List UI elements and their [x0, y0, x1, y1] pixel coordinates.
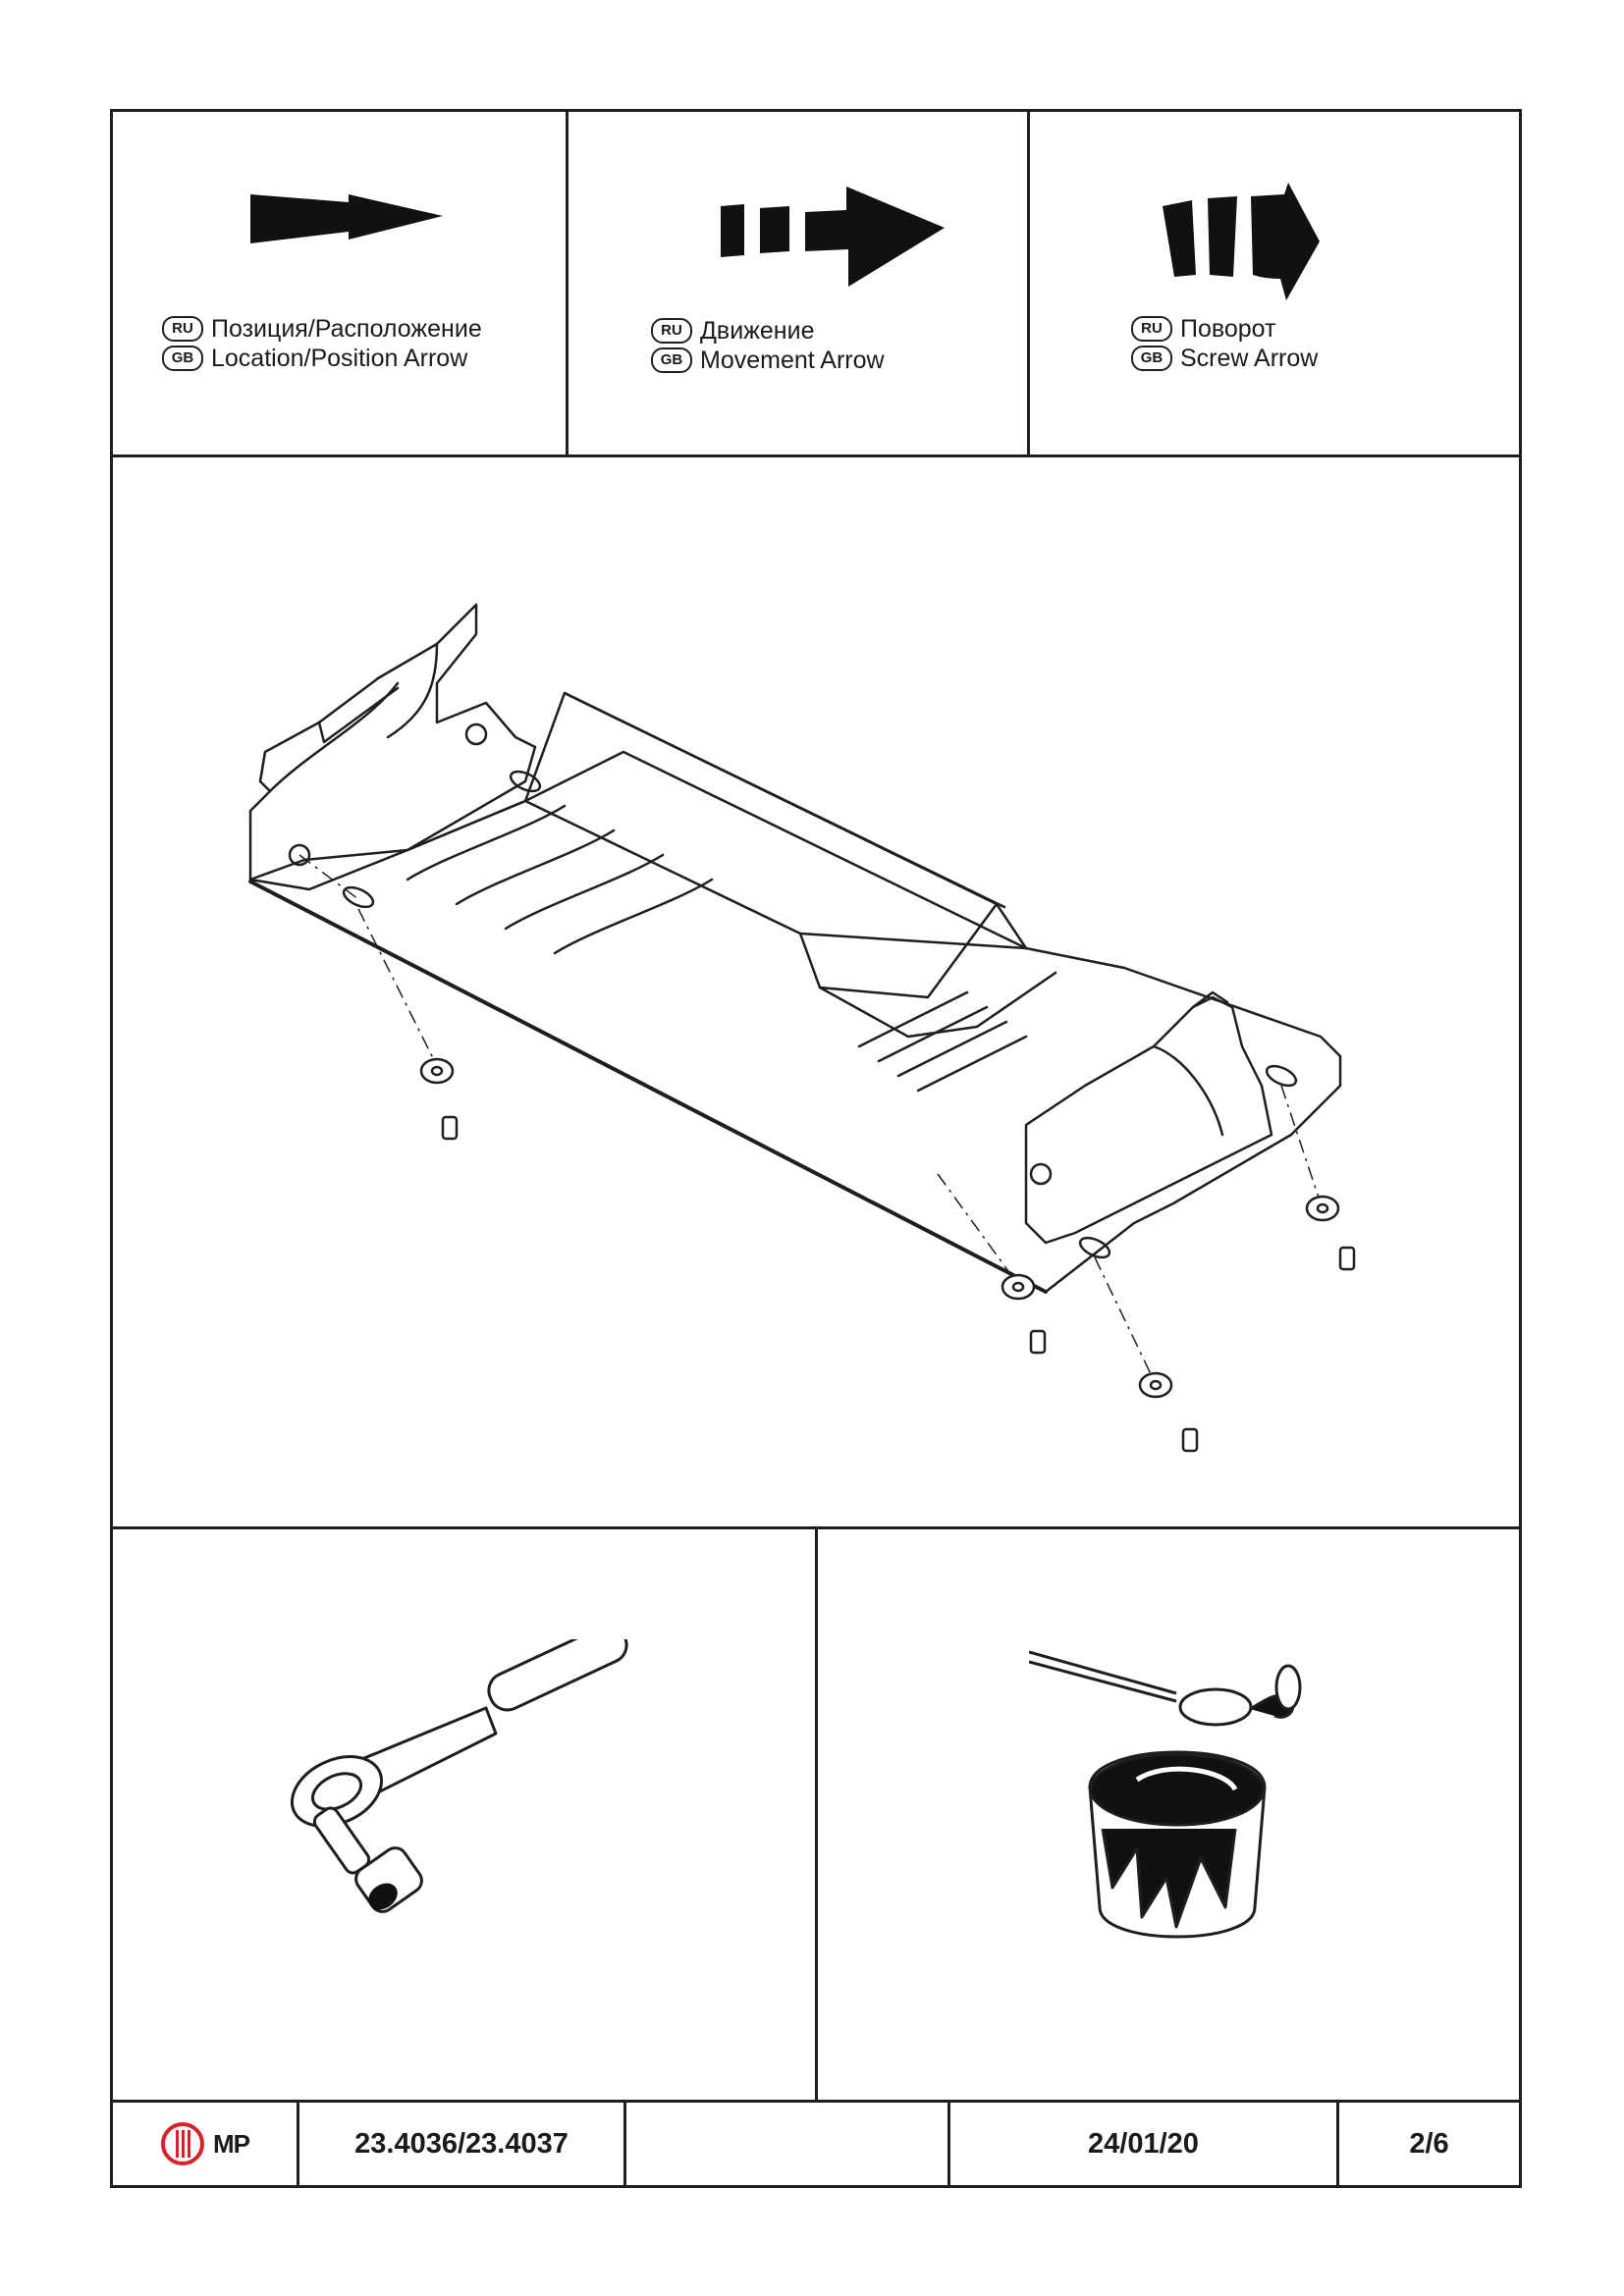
legend-location: RU Позиция/Расположение GB Location/Posi…: [113, 112, 568, 454]
legend-label-gb: Screw Arrow: [1180, 345, 1319, 372]
tool-paint: [818, 1529, 1519, 2100]
legend-label-ru: Поворот: [1180, 315, 1276, 343]
assembly-drawing: [113, 457, 1519, 1529]
lang-badge-ru: RU: [162, 316, 203, 342]
legend-screw: RU Поворот GB Screw Arrow: [1030, 112, 1519, 454]
legend-movement: RU Движение GB Movement Arrow: [568, 112, 1030, 454]
lang-badge-gb: GB: [162, 346, 203, 371]
brand-logo: MP: [113, 2103, 299, 2185]
lang-badge-ru: RU: [651, 318, 692, 344]
part-number: 23.4036/23.4037: [299, 2103, 626, 2185]
tool-ratchet: [113, 1529, 818, 2100]
skid-plate-exploded-diagram: [248, 603, 1356, 1453]
arrow-legend: RU Позиция/Расположение GB Location/Posi…: [113, 112, 1519, 457]
instruction-sheet: RU Позиция/Расположение GB Location/Posi…: [110, 109, 1522, 2188]
ratchet-wrench-icon: [290, 1639, 628, 1913]
lang-badge-ru: RU: [1131, 316, 1172, 342]
location-arrow-icon: [250, 194, 443, 243]
lang-badge-gb: GB: [1131, 346, 1172, 371]
movement-arrow-icon: [721, 187, 945, 287]
tools-row: [113, 1529, 1519, 2103]
screw-arrow-icon: [1163, 183, 1320, 300]
brand-name: MP: [213, 2128, 250, 2159]
paint-brush-and-can-icon: [1029, 1650, 1302, 1939]
brand-logo-icon: [161, 2122, 204, 2165]
document-date: 24/01/20: [950, 2103, 1339, 2185]
legend-label-ru: Позиция/Расположение: [211, 315, 482, 343]
legend-label-gb: Location/Position Arrow: [211, 345, 468, 372]
lang-badge-gb: GB: [651, 347, 692, 373]
empty-field: [626, 2103, 950, 2185]
legend-label-ru: Движение: [700, 317, 815, 345]
legend-label-gb: Movement Arrow: [700, 347, 885, 374]
title-block: MP 23.4036/23.4037 24/01/20 2/6: [113, 2103, 1519, 2185]
page-number: 2/6: [1409, 2127, 1449, 2160]
